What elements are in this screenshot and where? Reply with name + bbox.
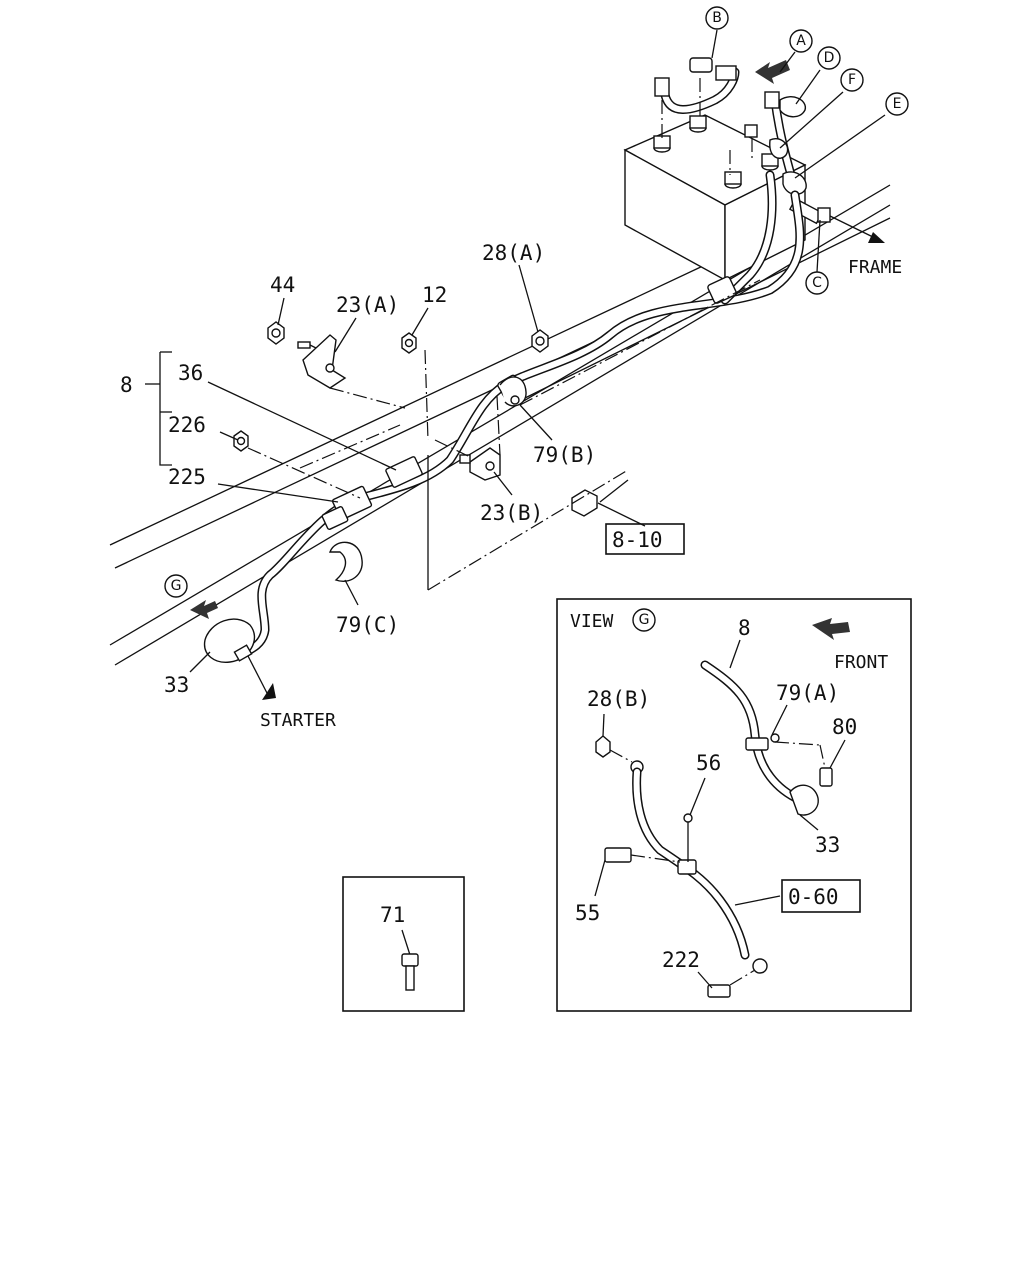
callout-c-circle <box>805 271 829 295</box>
label-225: 225 <box>168 465 206 489</box>
view-g-title: VIEW <box>570 611 614 632</box>
callout-a: A <box>796 33 806 49</box>
label-23b: 23(B) <box>480 501 543 525</box>
callout-g: G <box>171 578 182 594</box>
label-36: 36 <box>178 361 203 385</box>
bolt-222 <box>707 984 731 998</box>
view-g-label-79a: 79(A) <box>776 681 839 705</box>
main-labels: 8 36 226 225 44 23(A) 12 28(A) 79(B) 23(… <box>120 241 902 731</box>
view-g-label-222: 222 <box>662 948 700 972</box>
callout-b-circle <box>705 6 729 30</box>
bolt-80 <box>819 767 833 787</box>
label-23a: 23(A) <box>336 293 399 317</box>
battery <box>623 114 807 282</box>
callout-circles: B A D F E C G <box>164 6 909 598</box>
label-79c: 79(C) <box>336 613 399 637</box>
callout-f-circle <box>840 68 864 92</box>
callout-a-circle <box>789 29 813 53</box>
view-g-label-80: 80 <box>832 715 857 739</box>
detail-box-71: 71 <box>342 876 465 1012</box>
label-ref-8-10: 8-10 <box>612 528 663 552</box>
ref-box-0-60 <box>781 879 861 913</box>
callout-e: E <box>893 96 902 112</box>
callout-f: F <box>848 72 856 88</box>
view-g-label-33: 33 <box>815 833 840 857</box>
bolt-71 <box>401 953 419 967</box>
view-g-label-55: 55 <box>575 901 600 925</box>
label-8: 8 <box>120 373 133 397</box>
callout-b: B <box>712 10 722 26</box>
label-71: 71 <box>380 903 405 927</box>
view-g-front: FRONT <box>834 652 888 673</box>
ref-box-8-10 <box>605 523 685 555</box>
view-g-label-ref-0-60: 0-60 <box>788 885 839 909</box>
view-g-panel: VIEW G FRONT <box>556 598 912 1012</box>
view-g-title-letter: G <box>639 612 650 628</box>
view-g-label-56: 56 <box>696 751 721 775</box>
leader-lines <box>145 29 886 673</box>
view-g-label-8: 8 <box>738 616 751 640</box>
callout-d-circle <box>817 46 841 70</box>
callout-g-circle <box>164 574 188 598</box>
label-33: 33 <box>164 673 189 697</box>
label-79b: 79(B) <box>533 443 596 467</box>
label-28a: 28(A) <box>482 241 545 265</box>
nut-28b <box>595 735 611 758</box>
callout-c: C <box>812 275 822 291</box>
bolt-55 <box>604 847 632 863</box>
label-starter: STARTER <box>260 710 336 731</box>
label-frame: FRAME <box>848 257 902 278</box>
callout-e-circle <box>885 92 909 116</box>
small-parts <box>190 60 885 700</box>
callout-d: D <box>824 50 835 66</box>
front-arrow-icon <box>812 618 850 640</box>
label-44: 44 <box>270 273 295 297</box>
view-g-label-28b: 28(B) <box>587 687 650 711</box>
label-226: 226 <box>168 413 206 437</box>
label-12: 12 <box>422 283 447 307</box>
